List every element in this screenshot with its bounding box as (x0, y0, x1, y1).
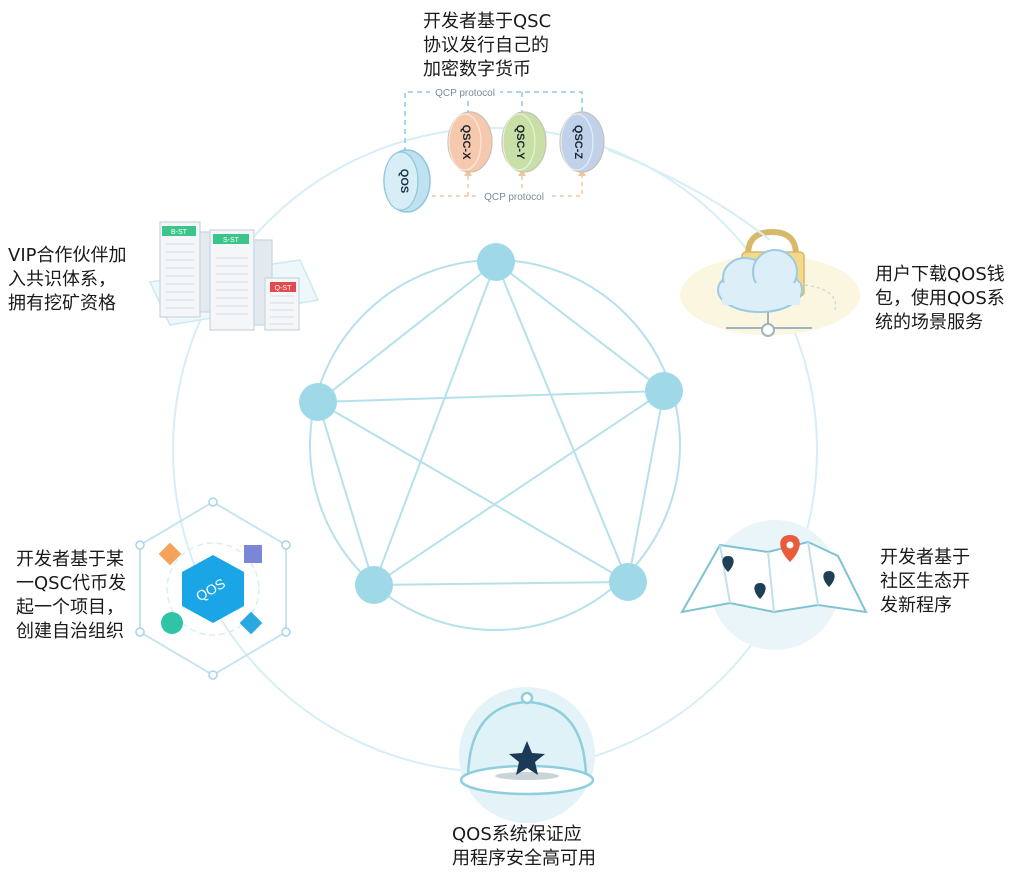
building-sign (270, 282, 296, 292)
building-sign (162, 226, 196, 236)
network-node (299, 383, 337, 421)
qsc-coin-label: QSC-Z (572, 125, 584, 160)
building-sign-label: S-ST (223, 237, 240, 244)
caption-top: 开发者基于QSC 协议发行自己的 加密数字货币 (423, 11, 552, 80)
network-edge (317, 261, 497, 403)
building-sign (213, 234, 249, 244)
network-edge (317, 390, 665, 403)
caption-left-top: VIP合作伙伴加 入共识体系， 拥有挖矿资格 (8, 245, 127, 314)
cloud-lock-icon (680, 228, 860, 337)
square-purple-icon (244, 545, 262, 563)
circle-teal-icon (161, 612, 183, 634)
caption-left-bottom: 开发者基于某 一QSC代币发 起一个项目， 创建自治组织 (16, 549, 127, 642)
qsc-coin-icon: QSC-Z (559, 111, 605, 173)
qos-hub-hexagon (182, 555, 244, 623)
network-node (355, 566, 393, 604)
outer-orbit-ring (172, 127, 818, 773)
map-pin-icon (780, 535, 800, 562)
network-edge (373, 261, 497, 586)
network-edge (495, 261, 629, 583)
qos-coin-icon: QOS (383, 149, 431, 213)
network-edge (317, 401, 375, 586)
building-sign-label: Q-ST (275, 285, 292, 292)
caption-right-bottom: 开发者基于 社区生态开 发新程序 (880, 547, 970, 616)
qsc-coin-label: QSC-X (460, 125, 472, 161)
network-edge (495, 261, 665, 392)
qcp-protocol-illustration: QCP protocol QCP protocol QOS QSC-X QSC-Y… (383, 85, 605, 213)
building-sign-label: B-ST (171, 229, 188, 236)
network-node (609, 563, 647, 601)
datacenter-buildings-icon: B-ST S-ST Q-ST (148, 221, 320, 331)
network-edge (373, 581, 629, 586)
caption-right-top: 用户下载QOS钱 包，使用QOS系 统的场景服务 (875, 264, 1005, 333)
diamond-orange-icon (158, 542, 182, 566)
star-icon (509, 741, 545, 775)
map-icon (680, 520, 868, 650)
qcp-protocol-label-top: QCP protocol (435, 88, 495, 99)
network-edge (373, 390, 665, 586)
network-nodes (299, 243, 683, 604)
qsc-coin-icon: QSC-X (447, 111, 493, 173)
network-node (645, 372, 683, 410)
network-edge (627, 390, 665, 583)
network-node (477, 243, 515, 281)
diamond-blue-icon (239, 611, 263, 635)
qos-coin-label: QOS (398, 169, 410, 193)
secure-cloche-icon (459, 687, 595, 823)
caption-bottom: QOS系统保证应 用程序安全高可用 (452, 824, 596, 869)
network-graph (317, 261, 665, 586)
qsc-coin-icon: QSC-Y (501, 111, 547, 173)
qcp-protocol-label-bottom: QCP protocol (484, 192, 544, 203)
network-edge (317, 401, 629, 583)
qsc-coin-label: QSC-Y (514, 125, 526, 161)
dao-hexagon-icon: QOS (135, 497, 291, 680)
